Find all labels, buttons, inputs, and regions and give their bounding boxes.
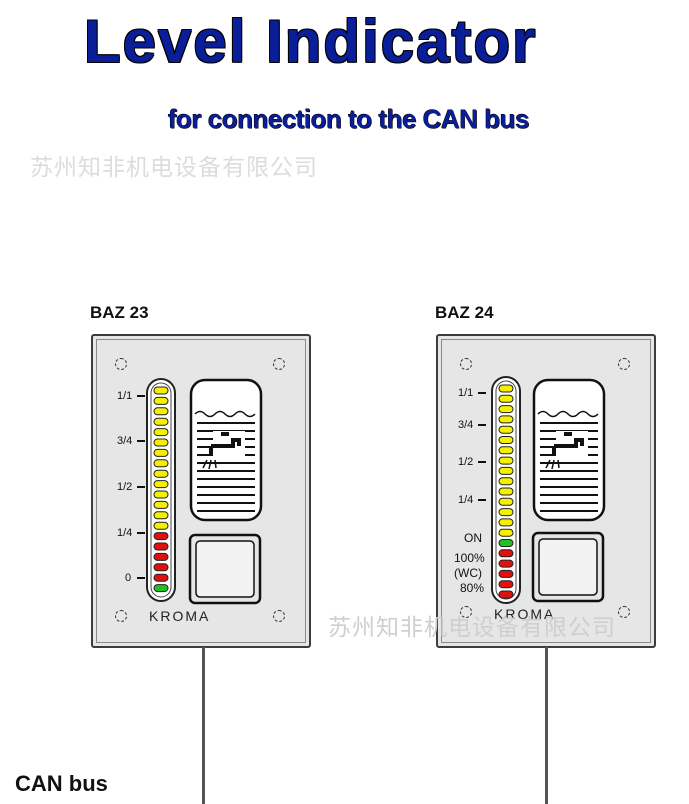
led-red bbox=[498, 549, 514, 558]
led-yellow bbox=[153, 396, 169, 405]
led-yellow bbox=[498, 508, 514, 517]
led-yellow bbox=[498, 518, 514, 527]
cable bbox=[202, 647, 205, 804]
led-yellow bbox=[498, 405, 514, 414]
device-panel-baz24: 1/1 3/4 1/2 1/4 ON 100% (WC) 80% bbox=[436, 334, 656, 648]
led-column bbox=[498, 384, 514, 599]
scale-label: 1/2 bbox=[117, 481, 132, 493]
led-yellow bbox=[153, 469, 169, 478]
scale-label: 1/4 bbox=[117, 527, 132, 539]
scale-label: 3/4 bbox=[117, 435, 132, 447]
watermark-top: 苏州知非机电设备有限公司 bbox=[30, 155, 318, 181]
scale-label: 0 bbox=[125, 572, 131, 584]
led-yellow bbox=[153, 407, 169, 416]
scale: 1/1 3/4 1/2 1/4 ON 100% (WC) 80% bbox=[454, 387, 486, 595]
brand-logo: KROMA bbox=[494, 606, 555, 622]
led-column bbox=[153, 386, 169, 593]
led-red bbox=[498, 580, 514, 589]
led-yellow bbox=[498, 446, 514, 455]
led-yellow bbox=[153, 511, 169, 520]
device-model-baz24: BAZ 24 bbox=[435, 303, 494, 322]
screw-icon bbox=[460, 606, 472, 618]
device-model-baz23: BAZ 23 bbox=[90, 303, 149, 322]
panel-border bbox=[96, 339, 306, 643]
panel-border bbox=[441, 339, 651, 643]
scale-label: 1/4 bbox=[458, 494, 473, 506]
page-subtitle: for connection to the CAN bus bbox=[168, 104, 530, 134]
led-red bbox=[498, 559, 514, 568]
led-green bbox=[153, 584, 169, 593]
led-yellow bbox=[153, 438, 169, 447]
watermark-bottom: 苏州知非机电设备有限公司 bbox=[328, 615, 616, 641]
can-bus-label: CAN bus bbox=[15, 771, 108, 796]
water-tank-icon bbox=[532, 378, 606, 522]
cable bbox=[545, 647, 548, 804]
wc-label: (WC) bbox=[454, 566, 482, 580]
led-yellow bbox=[153, 417, 169, 426]
scale: 1/1 3/4 1/2 1/4 0 bbox=[117, 390, 145, 584]
led-yellow bbox=[498, 456, 514, 465]
brand-logo: KROMA bbox=[149, 608, 210, 624]
led-red bbox=[153, 532, 169, 541]
screw-icon bbox=[115, 610, 127, 622]
led-red bbox=[153, 563, 169, 572]
device-graphics-baz23: 1/1 3/4 1/2 1/4 0 bbox=[117, 378, 263, 624]
led-yellow bbox=[153, 500, 169, 509]
screw-icon bbox=[273, 358, 285, 370]
water-tank-icon bbox=[189, 378, 263, 522]
led-red bbox=[153, 573, 169, 582]
led-yellow bbox=[153, 386, 169, 395]
led-yellow bbox=[498, 477, 514, 486]
wc-label: 100% bbox=[454, 551, 485, 565]
led-red bbox=[498, 569, 514, 578]
scale-label: 3/4 bbox=[458, 419, 473, 431]
screw-icon bbox=[618, 606, 630, 618]
led-red bbox=[153, 552, 169, 561]
scale-label: 1/1 bbox=[458, 387, 473, 399]
led-yellow bbox=[498, 487, 514, 496]
led-red bbox=[498, 590, 514, 599]
led-yellow bbox=[498, 394, 514, 403]
led-green bbox=[498, 539, 514, 547]
on-label: ON bbox=[464, 531, 482, 545]
device-graphics-baz24: 1/1 3/4 1/2 1/4 ON 100% (WC) 80% bbox=[454, 376, 606, 622]
led-red bbox=[153, 542, 169, 551]
led-yellow bbox=[498, 384, 514, 393]
screw-icon bbox=[618, 358, 630, 370]
screw-icon bbox=[460, 358, 472, 370]
led-yellow bbox=[498, 425, 514, 434]
led-yellow bbox=[153, 448, 169, 457]
led-yellow bbox=[153, 521, 169, 530]
led-yellow bbox=[153, 490, 169, 499]
device-panel-baz23: 1/1 3/4 1/2 1/4 0 bbox=[91, 334, 311, 648]
led-yellow bbox=[153, 459, 169, 468]
led-yellow bbox=[498, 436, 514, 444]
led-yellow bbox=[498, 466, 514, 475]
led-yellow bbox=[498, 415, 514, 424]
led-yellow bbox=[153, 480, 169, 489]
led-yellow bbox=[498, 497, 514, 506]
led-yellow bbox=[153, 428, 169, 437]
page-title: Level Indicator bbox=[84, 8, 538, 75]
scale-label: 1/1 bbox=[117, 390, 132, 402]
wc-label: 80% bbox=[460, 581, 484, 595]
screw-icon bbox=[115, 358, 127, 370]
led-yellow bbox=[498, 528, 514, 537]
screw-icon bbox=[273, 610, 285, 622]
scale-label: 1/2 bbox=[458, 456, 473, 468]
